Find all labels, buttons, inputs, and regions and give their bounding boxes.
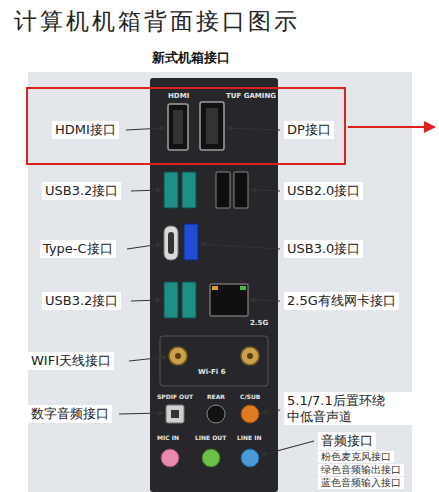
typec-port-inner	[168, 232, 174, 254]
diagram-title: 计算机机箱背面接口图示	[14, 6, 300, 37]
typec-port	[164, 226, 178, 260]
line-in-jack	[241, 449, 259, 467]
callout-label: 5.1/7.1后置环绕 中低音声道	[284, 392, 420, 425]
callout-label: DP接口	[284, 121, 334, 139]
spdif-port-inner	[171, 410, 179, 418]
usb32-port	[164, 172, 178, 208]
usb20-port	[216, 172, 230, 208]
port-marking: C/SUB	[240, 393, 260, 400]
callout-label: USB3.2接口	[42, 182, 121, 200]
callout-label: WIFI天线接口	[28, 352, 114, 370]
note-text: 绿色音频输出接口	[318, 464, 404, 476]
leader-line	[201, 244, 280, 249]
leader-line	[262, 410, 280, 413]
leader-line	[127, 244, 161, 249]
port-marking: LINE IN	[237, 434, 262, 441]
spdif-port	[166, 405, 184, 423]
line-out-jack	[202, 449, 220, 467]
leader-line	[251, 190, 280, 191]
leader-line	[131, 190, 161, 191]
callout-label: USB2.0接口	[284, 182, 363, 200]
usb20-port	[234, 172, 248, 208]
highlight-frame	[27, 88, 345, 164]
port-marking: REAR	[207, 393, 225, 400]
rear-jack	[207, 405, 225, 423]
callout-label: 2.5G有线网卡接口	[284, 292, 399, 310]
port-marking: 2.5G	[250, 319, 268, 327]
io-shield	[150, 78, 278, 492]
usb32-port	[164, 282, 178, 318]
callout-label: USB3.0接口	[284, 240, 363, 258]
wifi-antenna-pin	[247, 353, 253, 359]
wifi-antenna-pin	[175, 353, 181, 359]
wifi-antenna-jack	[241, 347, 259, 365]
port-marking: LINE OUT	[195, 434, 226, 441]
rj45-port	[210, 284, 248, 316]
highlight-arrowhead	[424, 121, 436, 133]
brand-logo: TUF GAMING	[226, 92, 276, 100]
highlight-arrow	[348, 126, 425, 128]
callout-label: HDMI接口	[52, 121, 119, 139]
usb32-port	[182, 172, 196, 208]
leader-line	[250, 300, 280, 301]
note-text: 蓝色音频输入接口	[318, 477, 404, 489]
port-marking: MIC IN	[157, 434, 179, 441]
panel-ground	[28, 72, 412, 492]
callout-label: 音频接口	[318, 432, 376, 450]
leader-line	[227, 128, 280, 130]
callout-label: 数字音频接口	[28, 405, 112, 423]
wifi-area	[160, 336, 268, 386]
dp-port-inner	[206, 108, 218, 144]
hdmi-port-inner	[173, 110, 183, 144]
dp-port	[200, 102, 224, 150]
port-marking: Wi-Fi 6	[198, 368, 226, 376]
leader-line	[129, 357, 166, 361]
usb32-port	[182, 282, 196, 318]
mic-in-jack	[161, 449, 179, 467]
leader-line	[262, 441, 314, 455]
port-marking: SPDIF OUT	[157, 393, 193, 400]
callout-label: USB3.2接口	[42, 292, 121, 310]
leader-line	[119, 413, 163, 414]
hdmi-port	[168, 104, 188, 150]
rj45-led	[240, 286, 246, 290]
csub-jack	[241, 405, 259, 423]
note-text: 粉色麦克风接口	[318, 451, 394, 463]
rj45-led	[212, 286, 218, 290]
port-marking: HDMI	[168, 92, 189, 100]
usb30-port	[184, 224, 198, 260]
leader-line	[126, 128, 164, 130]
leader-line	[131, 300, 161, 301]
subtitle: 新式机箱接口	[152, 50, 230, 66]
wifi-antenna-jack	[169, 347, 187, 365]
callout-label: Type-C接口	[40, 240, 116, 258]
